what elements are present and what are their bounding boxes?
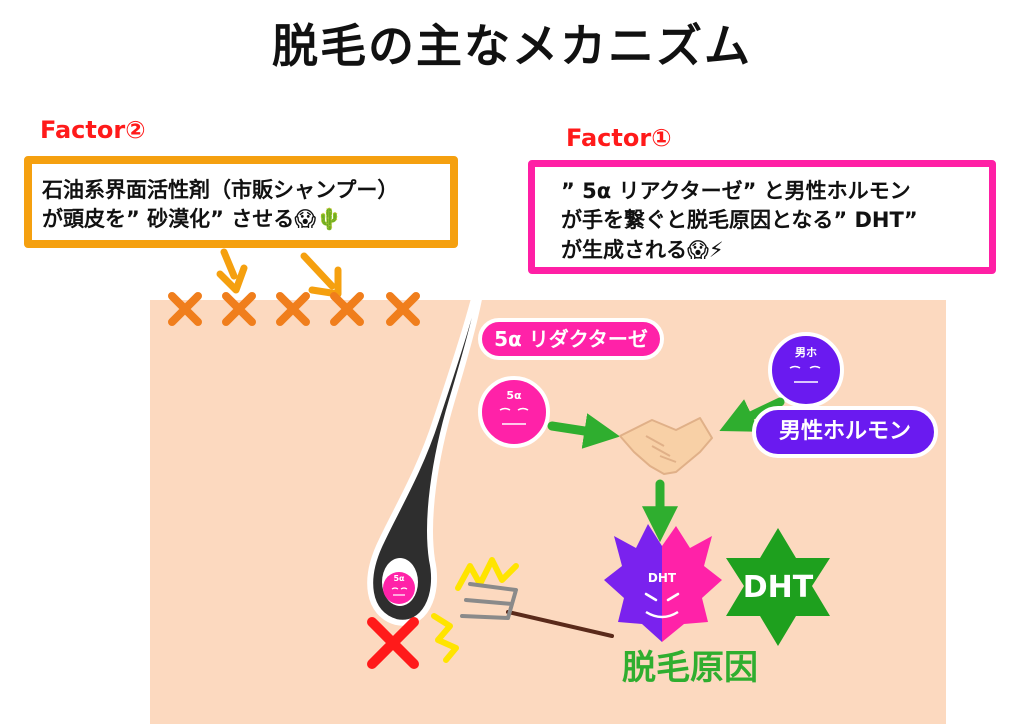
dht-star-icon: DHT [726, 528, 830, 646]
result-label: 脱毛原因 [622, 648, 758, 688]
hormone-ball-label: 男ホ [795, 346, 817, 359]
pitchfork-icon [460, 582, 614, 638]
enzyme-ball: 5α [478, 376, 550, 448]
page-title: 脱毛の主なメカニズム [272, 19, 752, 73]
hormone-label-pill: 男性ホルモン [752, 406, 938, 458]
follicle-enzyme-ball: 5α [383, 572, 415, 604]
factor2-box: 石油系界面活性剤（市販シャンプー） が頭皮を” 砂漠化” させる😱🌵 [24, 156, 458, 248]
dht-star-label: DHT [743, 570, 814, 605]
scalp-damage-x-icon-3 [276, 292, 310, 326]
green-arrow-enzyme-icon [547, 413, 621, 449]
follicle-ball-label: 5α [393, 574, 405, 583]
scalp-damage-x-icon-4 [330, 292, 364, 326]
enzyme-label-pill: 5α リダクターゼ [478, 318, 664, 360]
lightning-icon [431, 557, 519, 663]
orange-arrow-left-icon [216, 248, 248, 294]
factor1-line2: が手を繋ぐと脱毛原因となる” DHT” [561, 208, 918, 233]
hair-loss-x-icon [367, 617, 419, 669]
dht-devil-icon: DHT [604, 524, 722, 642]
factor2-line2: が頭皮を” 砂漠化” させる😱🌵 [42, 207, 343, 232]
scalp-damage-x-icon-1 [168, 292, 202, 326]
factor1-label: Factor① [566, 124, 672, 152]
factor1-box: ” 5α リアクターゼ” と男性ホルモン が手を繋ぐと脱毛原因となる” DHT”… [528, 160, 996, 274]
orange-arrow-right-icon [300, 252, 342, 298]
factor1-line1: ” 5α リアクターゼ” と男性ホルモン [561, 179, 911, 203]
scalp-damage-x-icon-2 [222, 292, 256, 326]
scalp-damage-x-icon-5 [386, 292, 420, 326]
factor1-line3: が生成される😱⚡ [561, 237, 724, 262]
dht-face-label: DHT [648, 571, 677, 585]
male-hormone-ball: 男ホ [768, 332, 844, 408]
enzyme-ball-label: 5α [506, 389, 522, 402]
factor2-line1: 石油系界面活性剤（市販シャンプー） [42, 178, 399, 202]
handshake-icon [619, 417, 713, 475]
factor2-label: Factor② [40, 116, 146, 144]
green-arrow-hormone-icon [719, 397, 785, 432]
